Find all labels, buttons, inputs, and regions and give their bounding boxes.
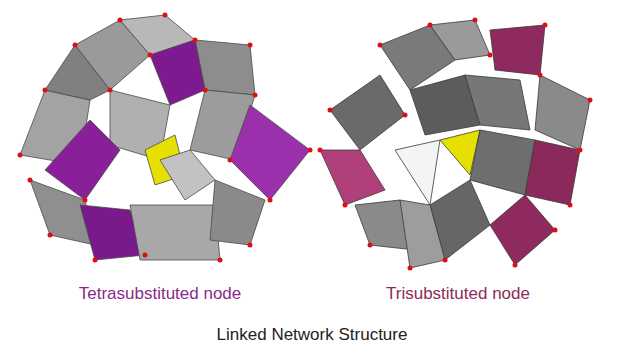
octahedron bbox=[210, 180, 265, 245]
oxygen-dots bbox=[18, 13, 593, 271]
node-label: Tetrasubstituted node bbox=[20, 284, 300, 304]
octahedron bbox=[45, 45, 110, 100]
octahedron bbox=[470, 130, 535, 195]
octahedron bbox=[490, 25, 545, 75]
octahedron bbox=[535, 75, 590, 150]
octahedron bbox=[320, 150, 385, 205]
node-label: Trisubstituted node bbox=[320, 284, 596, 304]
octahedron bbox=[150, 40, 205, 105]
octahedron bbox=[330, 75, 405, 150]
octahedron bbox=[160, 150, 215, 200]
octahedron bbox=[430, 20, 490, 60]
octahedron bbox=[45, 120, 120, 200]
octahedron bbox=[400, 200, 445, 268]
trisubstituted-cluster bbox=[320, 20, 590, 268]
caption: Linked Network Structure bbox=[112, 325, 512, 345]
octahedron bbox=[230, 105, 310, 200]
tetrasubstituted-cluster bbox=[20, 15, 310, 260]
octahedron bbox=[525, 140, 580, 205]
octahedron bbox=[395, 140, 440, 205]
octahedron bbox=[130, 205, 220, 260]
octahedron bbox=[465, 75, 530, 130]
octahedron bbox=[490, 195, 555, 265]
